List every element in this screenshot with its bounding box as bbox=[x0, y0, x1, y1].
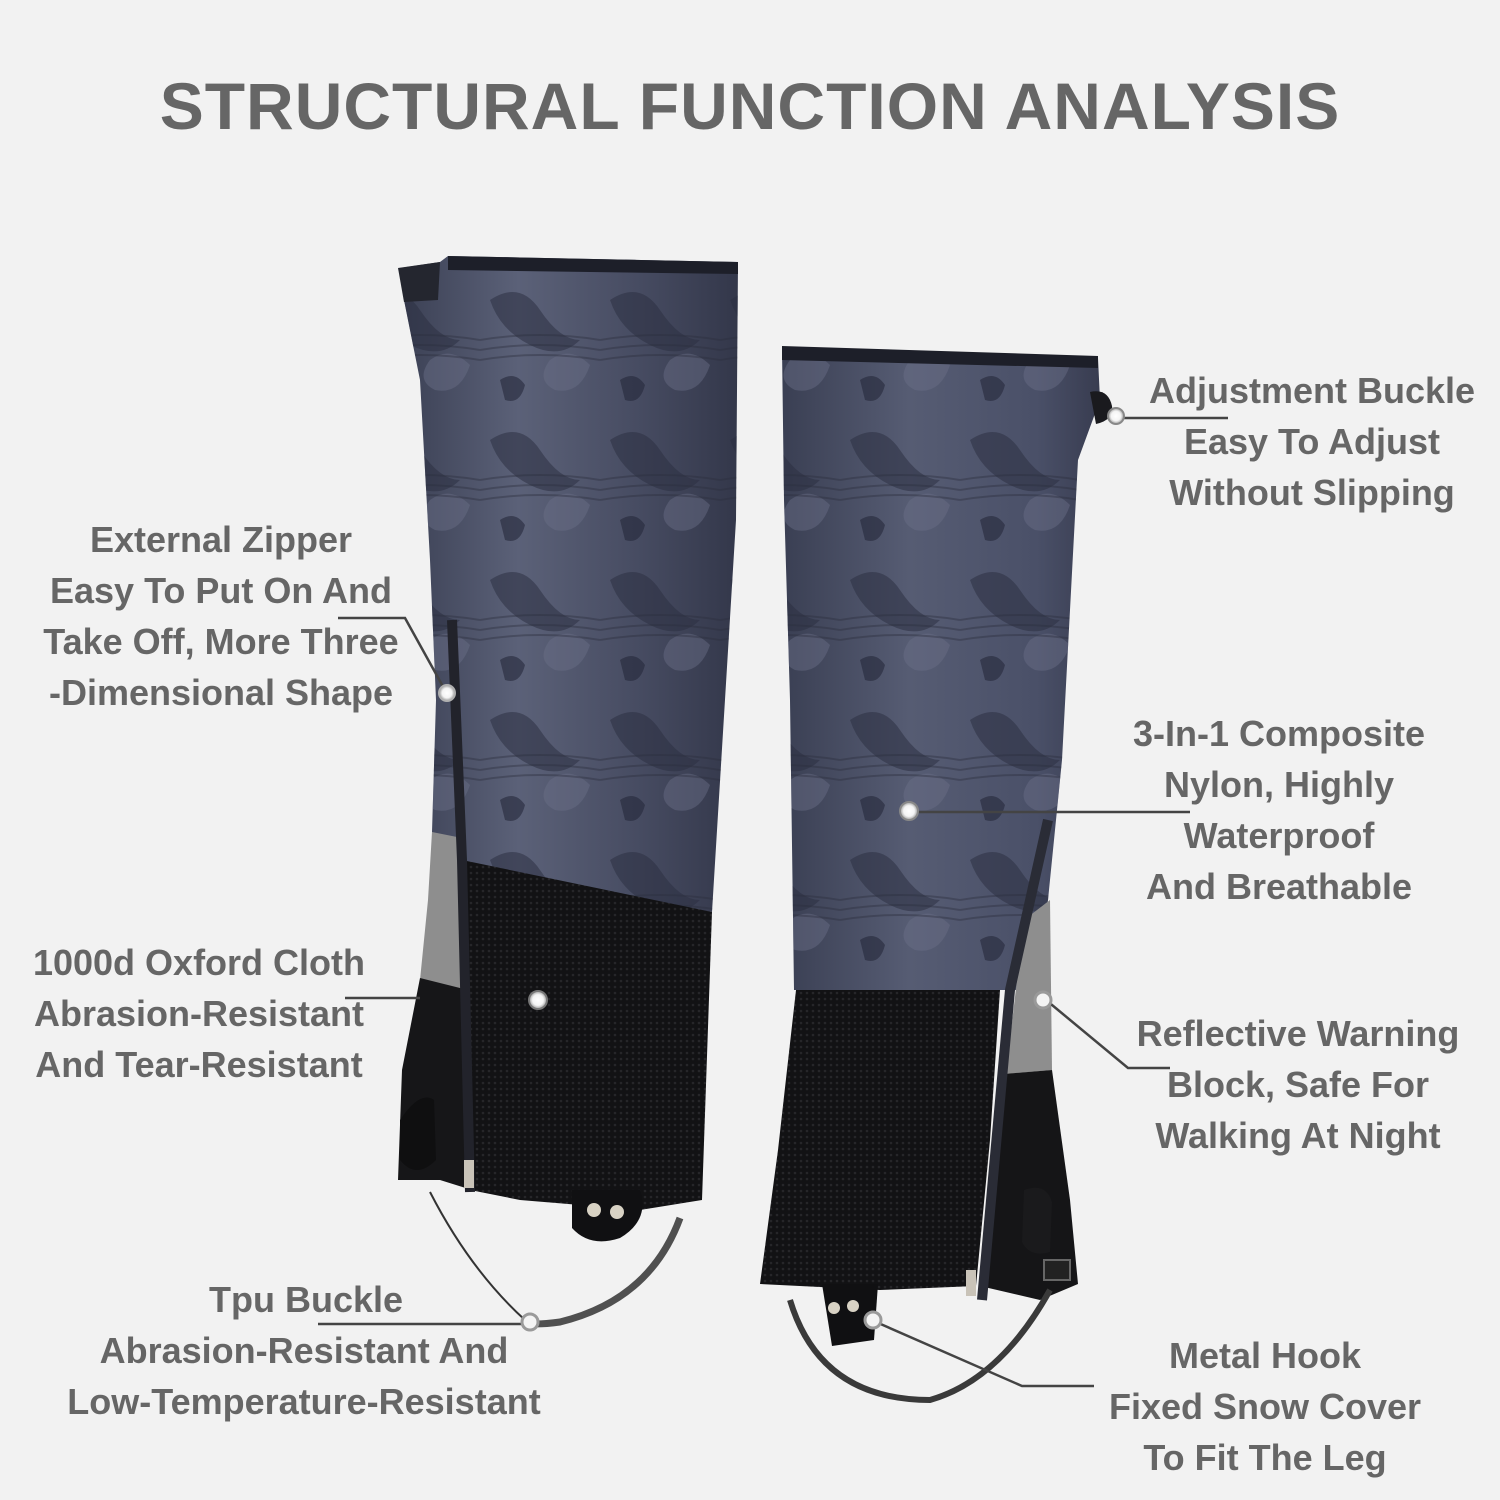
callout-oxford-cloth: 1000d Oxford Cloth Abrasion-Resistant An… bbox=[4, 937, 394, 1090]
callout-heading: Tpu Buckle bbox=[208, 1279, 404, 1320]
callout-tpu-buckle: Tpu Buckle Abrasion-Resistant And Low-Te… bbox=[24, 1274, 584, 1427]
callout-dot-icon bbox=[528, 990, 548, 1010]
callout-heading: Metal Hook bbox=[1168, 1335, 1362, 1376]
callout-dot-icon bbox=[1033, 990, 1053, 1010]
callout-dot-icon bbox=[438, 684, 456, 702]
callout-heading: 1000d Oxford Cloth bbox=[32, 942, 366, 983]
callout-dot-icon bbox=[520, 1312, 540, 1332]
leader-line-reflective-block bbox=[1045, 999, 1170, 1070]
left-gaiter bbox=[398, 256, 738, 1328]
callout-heading: 3-In-1 Composite bbox=[1132, 713, 1426, 754]
right-gaiter bbox=[760, 346, 1113, 1404]
callout-metal-hook: Metal Hook Fixed Snow Cover To Fit The L… bbox=[1080, 1330, 1450, 1483]
callout-dot-icon bbox=[863, 1310, 883, 1330]
callout-dot-icon bbox=[1107, 407, 1125, 425]
callout-composite-nylon: 3-In-1 Composite Nylon, Highly Waterproo… bbox=[1094, 708, 1464, 912]
page-title: STRUCTURAL FUNCTION ANALYSIS bbox=[159, 69, 1341, 143]
callout-dots bbox=[438, 407, 1125, 1332]
leader-line-external-zipper bbox=[338, 616, 448, 693]
callout-external-zipper: External Zipper Easy To Put On And Take … bbox=[14, 514, 428, 718]
callout-heading: Adjustment Buckle bbox=[1148, 370, 1476, 411]
callout-heading: External Zipper bbox=[89, 519, 353, 560]
callout-heading: Reflective Warning bbox=[1136, 1013, 1460, 1054]
callout-dot-icon bbox=[899, 801, 919, 821]
callout-adjustment-buckle: Adjustment Buckle Easy To Adjust Without… bbox=[1124, 365, 1500, 518]
leader-line-metal-hook bbox=[875, 1320, 1094, 1388]
leader-lines bbox=[318, 416, 1228, 1388]
callout-reflective-block: Reflective Warning Block, Safe For Walki… bbox=[1110, 1008, 1486, 1161]
